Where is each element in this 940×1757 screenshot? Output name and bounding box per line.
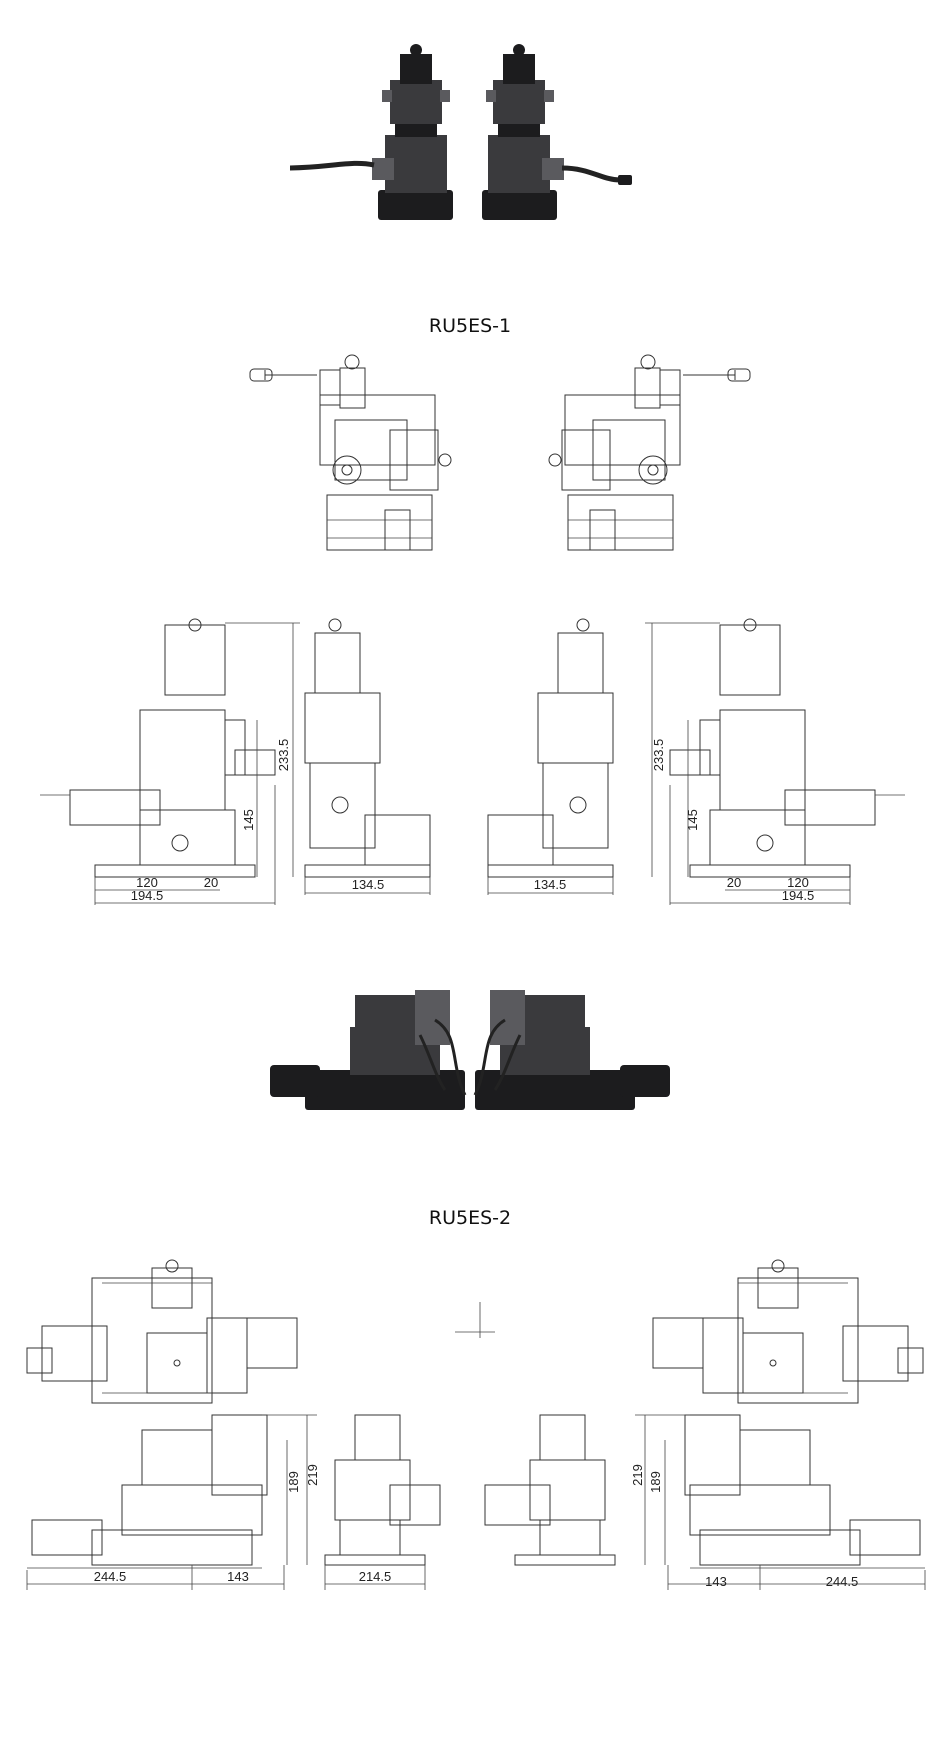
dim-base-width: 120 [136,875,158,890]
dim2-height-mid: 189 [286,1471,301,1493]
stage-unit-left-2 [270,990,467,1110]
drawing-top-view-right [548,354,751,551]
dim2-length-left-r: 244.5 [826,1574,859,1589]
drawing-side-view-right: 233.5 145 120 20 194.5 [645,618,905,905]
dim-front-width-left: 134.5 [352,877,385,892]
dim2-length-left: 244.5 [94,1569,127,1584]
dim-overall-width: 194.5 [131,888,164,903]
dim-height-total-right: 233.5 [651,739,666,772]
dim2-height-total-right: 219 [630,1464,645,1486]
drawing-front-view-left: 134.5 [304,618,431,895]
dim2-front-width: 214.5 [359,1569,392,1584]
drawing-front-view-right: 134.5 [487,618,614,895]
dim-front-width-right: 134.5 [534,877,567,892]
dim2-height-mid-right: 189 [648,1471,663,1493]
dim-offset-right: 20 [727,875,741,890]
stage-unit-left [290,44,453,220]
dim-height-total: 233.5 [276,739,291,772]
dim-overall-width-right: 194.5 [782,888,815,903]
drawing-side-view-2-right: 219 189 143 244.5 [630,1414,926,1590]
dim-base-width-right: 120 [787,875,809,890]
product-photo-ru5es-1 [290,44,632,220]
section-title-ru5es-2: RU5ES-2 [428,1207,512,1229]
drawing-front-view-2-left: 214.5 [324,1414,441,1590]
section-title-ru5es-1: RU5ES-1 [428,315,512,337]
drawing-top-view-left [249,354,452,551]
stage-unit-right [482,44,632,220]
drawing-side-view-2-left: 219 189 244.5 143 [26,1414,320,1590]
drawing-side-view-left: 233.5 145 120 20 194.5 [40,618,300,905]
dim2-length-right: 143 [227,1569,249,1584]
dim-offset: 20 [204,875,218,890]
dim-height-mid-right: 145 [685,809,700,831]
dim-height-mid: 145 [241,809,256,831]
dim2-length-right-r: 143 [705,1574,727,1589]
drawing-top-view-2-right [652,1259,924,1404]
drawing-front-view-2-right [484,1414,616,1566]
crosshair-icon [455,1302,495,1338]
drawing-top-view-2-left [26,1259,298,1404]
product-photo-ru5es-2 [270,990,670,1110]
stage-unit-right-2 [473,990,670,1110]
dim2-height-total: 219 [305,1464,320,1486]
